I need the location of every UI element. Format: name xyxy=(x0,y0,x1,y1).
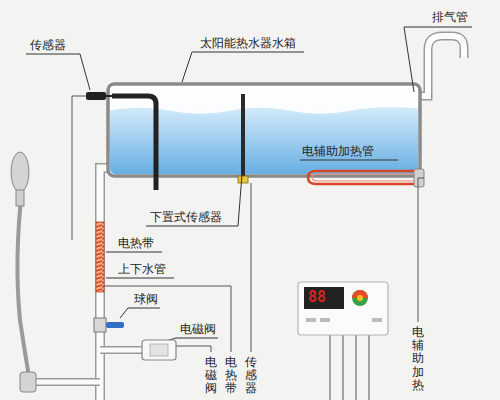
wire xyxy=(72,96,424,400)
water-pipe xyxy=(100,346,142,354)
leader-line xyxy=(106,278,174,279)
shower xyxy=(17,190,30,382)
controller xyxy=(372,318,382,322)
shower xyxy=(20,372,36,392)
leader-line xyxy=(106,252,162,253)
controller xyxy=(304,287,344,309)
wire-label: 电磁阀 xyxy=(205,356,217,396)
leader-line xyxy=(26,27,472,341)
wire xyxy=(356,335,357,400)
wire xyxy=(176,346,211,352)
ball-valve xyxy=(106,322,124,328)
inner-pipe xyxy=(112,96,156,190)
leader-line xyxy=(182,52,304,82)
wire xyxy=(418,178,424,322)
heating-tube xyxy=(308,169,424,187)
shower xyxy=(11,152,36,392)
wire xyxy=(330,335,331,400)
controller xyxy=(357,295,363,301)
part-label: 电磁阀 xyxy=(180,322,216,336)
water-pipe xyxy=(30,168,142,400)
top-sensor xyxy=(86,92,112,100)
top-sensor xyxy=(106,95,112,97)
shower xyxy=(11,152,29,192)
heating-tube xyxy=(308,171,414,184)
wire-label: 电辅助加热 xyxy=(412,326,424,392)
top-sensor xyxy=(86,92,106,100)
controller xyxy=(298,282,388,335)
leader-line xyxy=(120,308,160,318)
wire-label: 传感器 xyxy=(245,356,257,396)
part-label: 电辅助加热管 xyxy=(302,144,374,158)
controller xyxy=(298,282,388,335)
part-label: 上下水管 xyxy=(118,262,166,276)
leader-line xyxy=(26,54,90,90)
part-label: 电热带 xyxy=(118,236,154,250)
leader-line xyxy=(404,27,472,92)
water-pipe xyxy=(30,378,100,386)
bottom-sensor xyxy=(238,176,248,183)
leader-line xyxy=(300,160,398,161)
controller xyxy=(352,290,368,306)
solenoid-valve xyxy=(150,344,168,356)
shower xyxy=(16,190,24,206)
leader-line xyxy=(146,174,242,226)
solenoid-valve xyxy=(142,340,176,360)
part-label: 排气管 xyxy=(432,10,468,24)
wire xyxy=(369,335,370,400)
controller xyxy=(306,318,316,322)
wire xyxy=(251,183,252,352)
wire xyxy=(72,96,86,240)
part-label: 传感器 xyxy=(30,38,66,52)
ball-valve xyxy=(94,318,124,332)
part-label: 太阳能热水器水箱 xyxy=(200,36,296,50)
part-label: 下置式传感器 xyxy=(150,210,222,224)
display-digits: 88 xyxy=(306,288,328,306)
solenoid-valve xyxy=(142,340,176,360)
heating-tube xyxy=(312,174,414,181)
sensor-rod xyxy=(241,94,245,180)
ball-valve xyxy=(94,318,106,332)
wire xyxy=(343,335,344,400)
part-label: 球阀 xyxy=(134,292,158,306)
water-pipe xyxy=(30,380,100,385)
water-pipe xyxy=(100,348,142,353)
controller xyxy=(320,318,330,322)
heating-band xyxy=(96,222,104,292)
wire-label: 电热带 xyxy=(225,356,237,396)
